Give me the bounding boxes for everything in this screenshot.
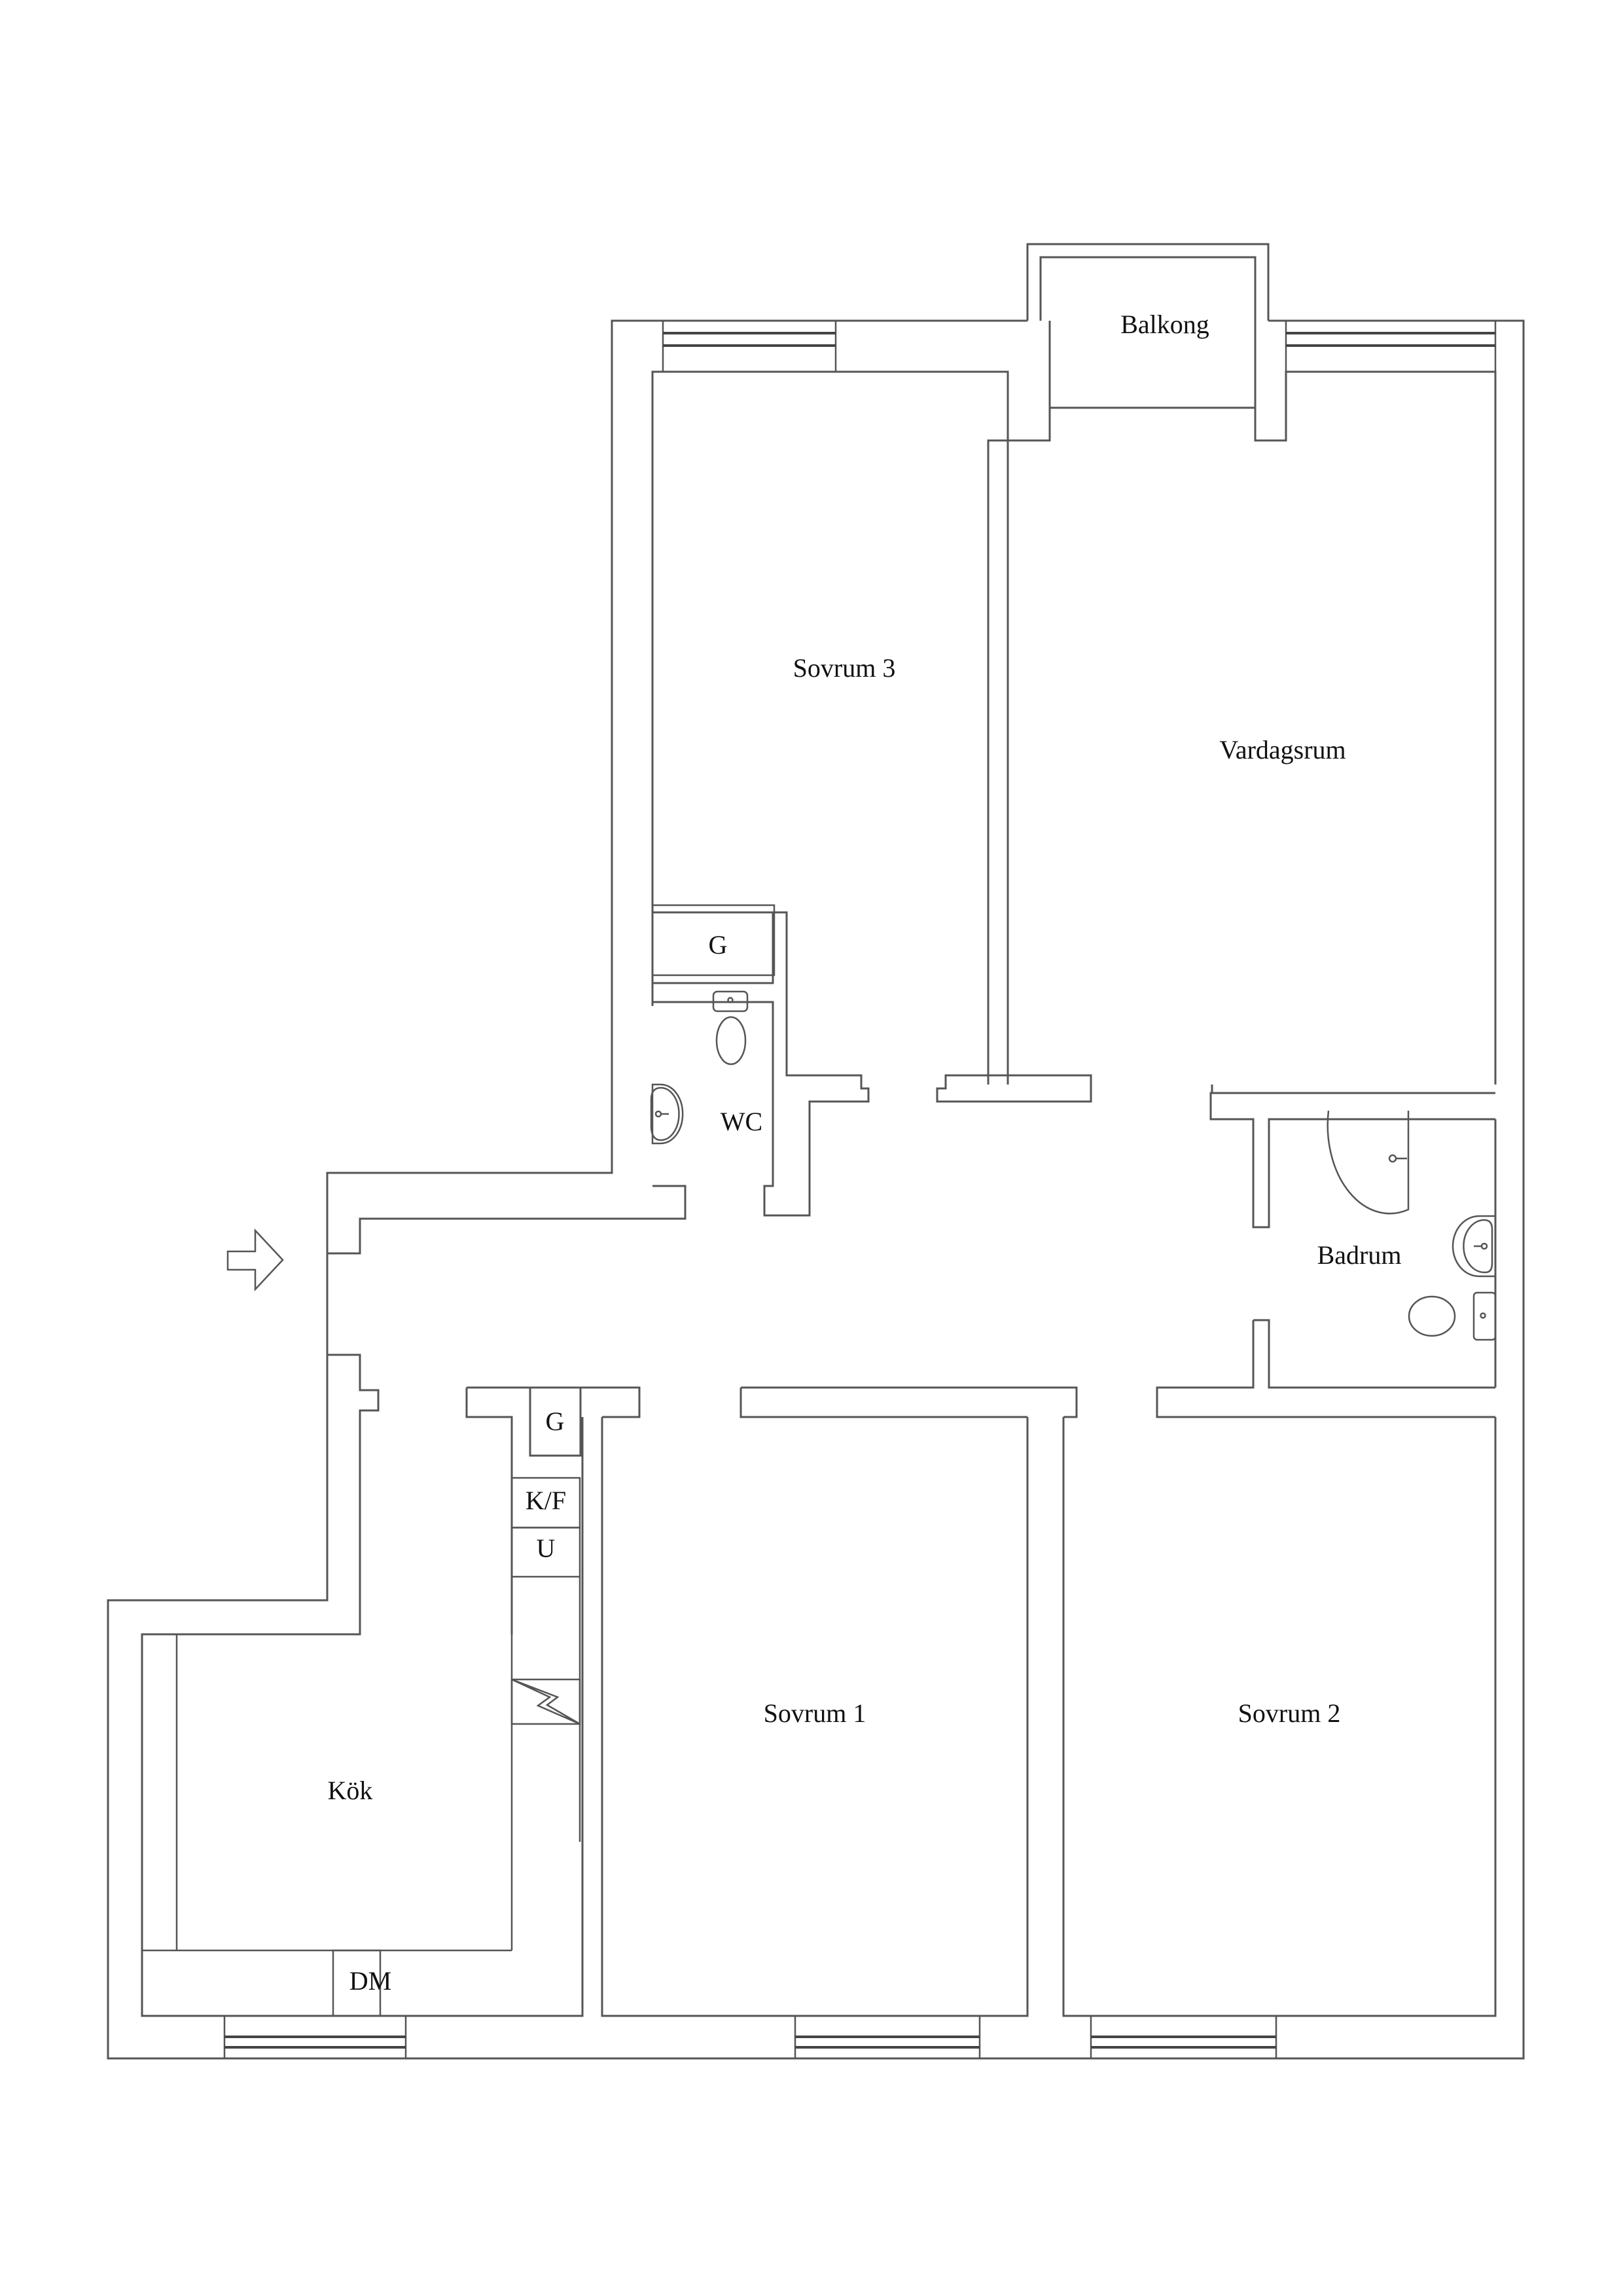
closet-hall: [529, 1388, 582, 1457]
room-label-sovrum1: Sovrum 1: [764, 1698, 866, 1728]
oven-unit: [510, 1526, 581, 1578]
closet-hall-label: G: [546, 1407, 565, 1436]
room-label-balkong: Balkong: [1120, 310, 1209, 339]
kitchen-units: [142, 1477, 581, 2017]
fridge-freezer-label: K/F: [526, 1486, 566, 1515]
room-labels: Balkong Sovrum 3 Vardagsrum WC Badrum So…: [328, 310, 1402, 1996]
exterior-walls: [107, 319, 1525, 2060]
oven-label: U: [537, 1534, 556, 1563]
room-label-vardagsrum: Vardagsrum: [1219, 735, 1346, 764]
badrum-fixtures: [1327, 1110, 1497, 1341]
window-kok: [223, 2016, 407, 2058]
stove-icon: [510, 1678, 581, 1725]
closet-top: [651, 904, 776, 977]
closet-top-label: G: [709, 930, 728, 960]
windows: [223, 321, 1497, 2058]
window-sovrum2: [1090, 2016, 1277, 2058]
entrance-arrow-icon: [226, 1228, 284, 1292]
sink-icon: [1452, 1215, 1495, 1278]
room-label-wc: WC: [721, 1107, 762, 1136]
room-label-sovrum2: Sovrum 2: [1238, 1698, 1341, 1728]
sink-icon: [650, 1083, 684, 1145]
toilet-icon: [712, 990, 749, 1066]
balcony: [1026, 243, 1270, 409]
window-sovrum3: [662, 321, 837, 372]
room-label-kok: Kök: [328, 1776, 373, 1805]
room-label-badrum: Badrum: [1317, 1240, 1402, 1270]
window-sovrum1: [794, 2016, 981, 2058]
dishwasher-unit: [332, 1949, 382, 2017]
interior-walls: [465, 911, 1495, 1634]
dishwasher-label: DM: [349, 1966, 391, 1996]
wc-fixtures: [650, 990, 749, 1145]
room-label-sovrum3: Sovrum 3: [793, 653, 896, 683]
toilet-icon: [1408, 1291, 1497, 1341]
window-vardagsrum: [1285, 321, 1497, 372]
shower-icon: [1327, 1110, 1410, 1215]
